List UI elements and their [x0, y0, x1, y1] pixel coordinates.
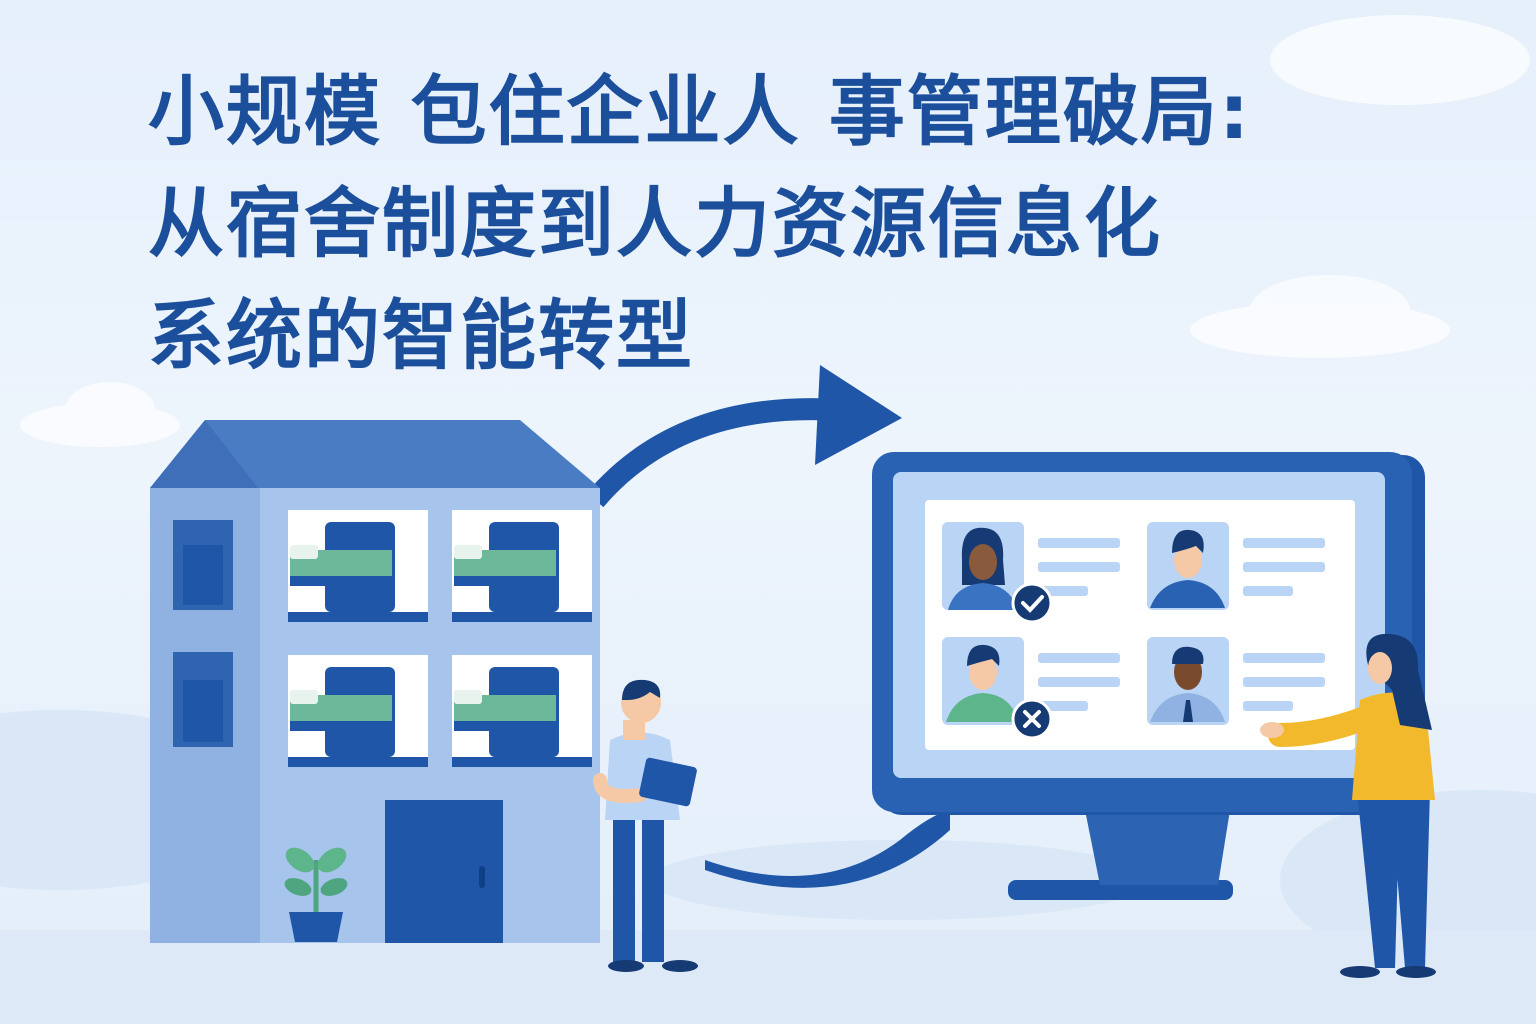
- profile-card: [942, 637, 1120, 740]
- dorm-room: [452, 655, 592, 767]
- title-line-2: 从宿舍制度到人力资源信息化: [148, 179, 1162, 268]
- check-icon: [1011, 582, 1053, 624]
- dorm-room: [288, 510, 428, 622]
- profile-card: [942, 522, 1120, 624]
- tablet-icon: [639, 757, 697, 807]
- ground: [0, 930, 1536, 1024]
- dorm-room: [452, 510, 592, 622]
- background-clouds: [20, 15, 1530, 447]
- bottom-swoosh: [705, 810, 950, 888]
- profile-card: [1147, 522, 1325, 610]
- page-title: 小规模 包住企业人 事管理破局: 从宿舍制度到人力资源信息化 系统的智能转型: [148, 56, 1448, 392]
- dorm-room: [288, 655, 428, 767]
- dormitory-building: [150, 420, 600, 943]
- woman-presenting: [1260, 633, 1436, 978]
- profile-card: [1147, 637, 1325, 725]
- title-line-1: 小规模 包住企业人 事管理破局:: [148, 67, 1252, 156]
- title-line-3: 系统的智能转型: [148, 291, 694, 380]
- building-door: [385, 800, 503, 943]
- man-with-tablet: [593, 679, 698, 972]
- hr-monitor: [872, 452, 1425, 900]
- close-icon: [1011, 698, 1053, 740]
- plant-icon: [284, 847, 348, 942]
- arrow-icon: [586, 365, 902, 508]
